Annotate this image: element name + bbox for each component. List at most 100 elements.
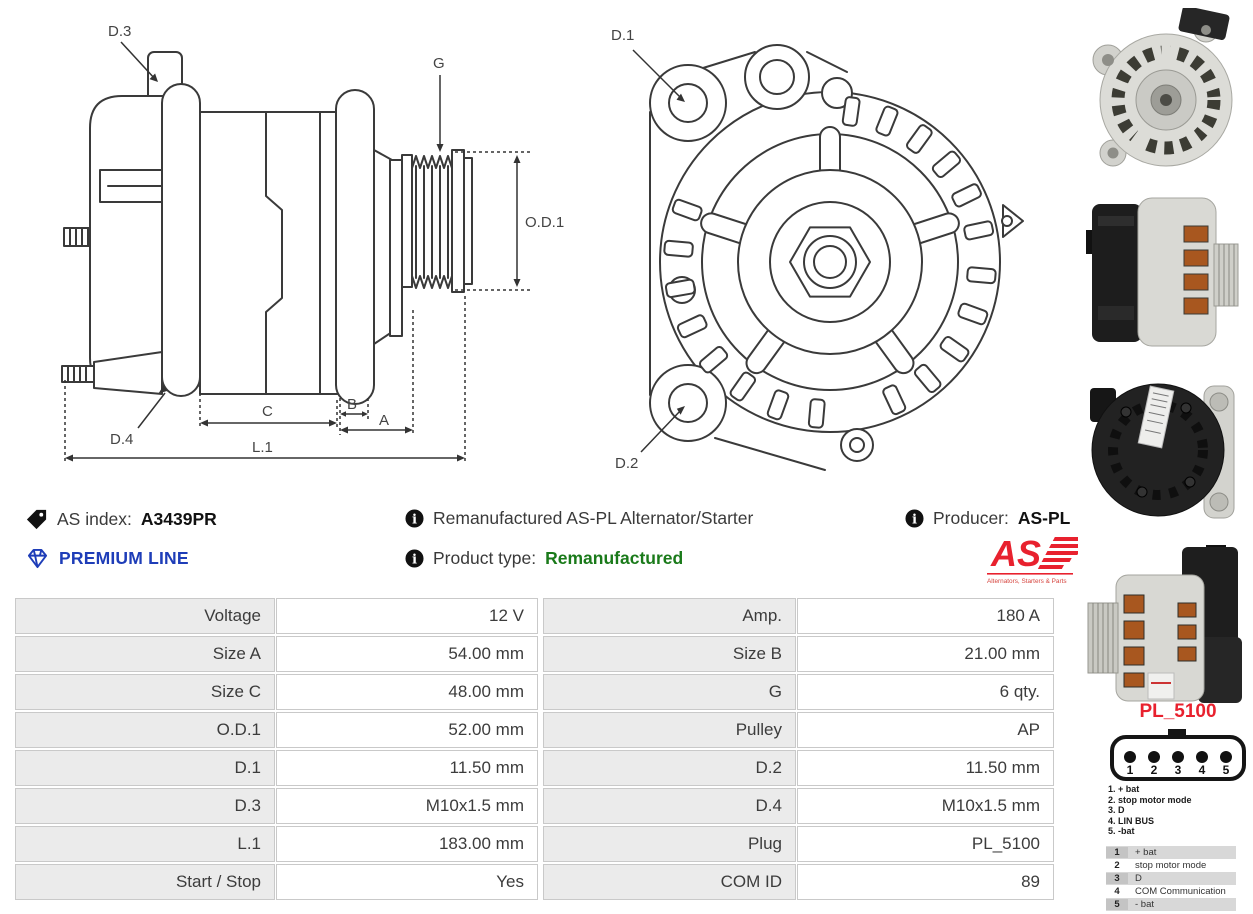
spec-value: M10x1.5 mm (276, 788, 538, 824)
table-row: Voltage 12 V Amp. 180 A (15, 598, 1054, 634)
connector-diagram: 1 2 3 4 5 (1110, 729, 1246, 781)
pin-number: 4 (1199, 763, 1206, 777)
as-index-label: AS index: (57, 509, 132, 529)
spec-label: D.4 (543, 788, 796, 824)
pin-table-desc: D (1135, 872, 1142, 884)
product-photo-side-right (1087, 545, 1242, 703)
diamond-icon (27, 548, 48, 569)
description-row: i Remanufactured AS-PL Alternator/Starte… (405, 508, 753, 529)
spec-label: Size B (543, 636, 796, 672)
table-row: Size A 54.00 mm Size B 21.00 mm (15, 636, 1054, 672)
spec-value: 11.50 mm (276, 750, 538, 786)
dim-label-b: B (347, 396, 357, 413)
product-type-value: Remanufactured (545, 548, 684, 568)
dim-label-g: G (433, 55, 445, 72)
pin-number: 5 (1223, 763, 1230, 777)
svg-text:i: i (912, 512, 917, 527)
pin-table-row: 1 + bat (1106, 845, 1236, 859)
spec-label: D.3 (15, 788, 275, 824)
table-row: D.1 11.50 mm D.2 11.50 mm (15, 750, 1054, 786)
spec-label: Start / Stop (15, 864, 275, 900)
as-index-row: AS index: A3439PR (25, 508, 217, 531)
table-row: O.D.1 52.00 mm Pulley AP (15, 712, 1054, 748)
info-icon: i (405, 549, 424, 568)
spec-label: Size C (15, 674, 275, 710)
pin-legend-item: 1. + bat (1108, 784, 1140, 794)
pin-table-num: 3 (1106, 872, 1128, 884)
pin-table-desc: - bat (1135, 898, 1155, 910)
producer-label: Producer: (933, 508, 1009, 528)
spec-label: Voltage (15, 598, 275, 634)
producer-row: i Producer: AS-PL (905, 508, 1070, 529)
dim-label-l1: L.1 (252, 439, 273, 456)
spec-value: 183.00 mm (276, 826, 538, 862)
connector-panel: PL_5100 1 2 3 4 5 1. + bat 2. stop motor… (1103, 701, 1253, 911)
pin-table-num: 4 (1114, 885, 1120, 897)
as-index-value: A3439PR (140, 509, 217, 529)
spec-label: COM ID (543, 864, 796, 900)
spec-value: Yes (276, 864, 538, 900)
pin-table-desc: + bat (1135, 846, 1157, 858)
pin-number: 2 (1151, 763, 1158, 777)
dim-label-d1: D.1 (611, 27, 634, 44)
dim-label-d2: D.2 (615, 455, 638, 472)
spec-value: 48.00 mm (276, 674, 538, 710)
product-type-label: Product type: (433, 548, 537, 568)
pin-number: 1 (1127, 763, 1134, 777)
product-photo-rear (1090, 383, 1235, 519)
pin-table-num: 5 (1106, 898, 1128, 910)
spec-label: Size A (15, 636, 275, 672)
pin-table-row: 4 COM Communication (1106, 885, 1236, 898)
spec-value: 6 qty. (797, 674, 1054, 710)
pin-number: 3 (1175, 763, 1182, 777)
table-row: L.1 183.00 mm Plug PL_5100 (15, 826, 1054, 862)
product-photo-side-left (1086, 197, 1239, 347)
as-pl-logo: AS Alternators, Starters & Parts (987, 533, 1078, 585)
spec-label: D.1 (15, 750, 275, 786)
info-icon: i (905, 509, 924, 528)
logo-text: AS (990, 533, 1041, 574)
spec-label: G (543, 674, 796, 710)
connector-title: PL_5100 (1139, 701, 1217, 722)
spec-value: PL_5100 (797, 826, 1054, 862)
pin-table-desc: COM Communication (1135, 885, 1226, 897)
spec-value: 180 A (797, 598, 1054, 634)
spec-label: Amp. (543, 598, 796, 634)
spec-value: 54.00 mm (276, 636, 538, 672)
spec-label: O.D.1 (15, 712, 275, 748)
info-icon: i (405, 509, 424, 528)
front-view-diagram: D.1 D.2 (611, 27, 1024, 472)
pin-table-row: 2 stop motor mode (1106, 859, 1236, 872)
dim-label-d4: D.4 (110, 431, 133, 448)
product-type-row: i Product type: Remanufactured (405, 548, 683, 569)
spec-value: M10x1.5 mm (797, 788, 1054, 824)
pin-legend-item: 2. stop motor mode (1108, 794, 1192, 805)
producer-value: AS-PL (1017, 508, 1071, 528)
spec-value: 11.50 mm (797, 750, 1054, 786)
spec-value: 21.00 mm (797, 636, 1054, 672)
product-photo-front (1092, 8, 1233, 167)
pin-table-row: 5 - bat (1106, 897, 1236, 911)
pin-table-row: 3 D (1106, 871, 1236, 885)
table-row: Start / Stop Yes COM ID 89 (15, 864, 1054, 900)
pin-legend-item: 5. -bat (1108, 826, 1135, 836)
premium-line-label: PREMIUM LINE (59, 548, 189, 568)
tag-icon (26, 509, 47, 530)
spec-value: 52.00 mm (276, 712, 538, 748)
pin-legend-item: 3. D (1108, 805, 1125, 815)
product-description: Remanufactured AS-PL Alternator/Starter (433, 508, 754, 528)
pin-legend: 1. + bat 2. stop motor mode 3. D 4. LIN … (1103, 784, 1253, 837)
dim-label-od1: O.D.1 (525, 214, 564, 231)
premium-line-row: PREMIUM LINE (25, 548, 189, 569)
svg-text:i: i (412, 552, 417, 567)
spec-value: 89 (797, 864, 1054, 900)
spec-label: D.2 (543, 750, 796, 786)
spec-table: Voltage 12 V Amp. 180 A Size A 54.00 mm … (15, 598, 1054, 902)
svg-text:i: i (412, 512, 417, 527)
spec-label: L.1 (15, 826, 275, 862)
pin-table: 1 + bat 2 stop motor mode 3 D 4 COM Comm… (1106, 845, 1236, 911)
logo-tagline: Alternators, Starters & Parts (987, 578, 1067, 585)
spec-label: Plug (543, 826, 796, 862)
dim-label-c: C (262, 403, 273, 420)
